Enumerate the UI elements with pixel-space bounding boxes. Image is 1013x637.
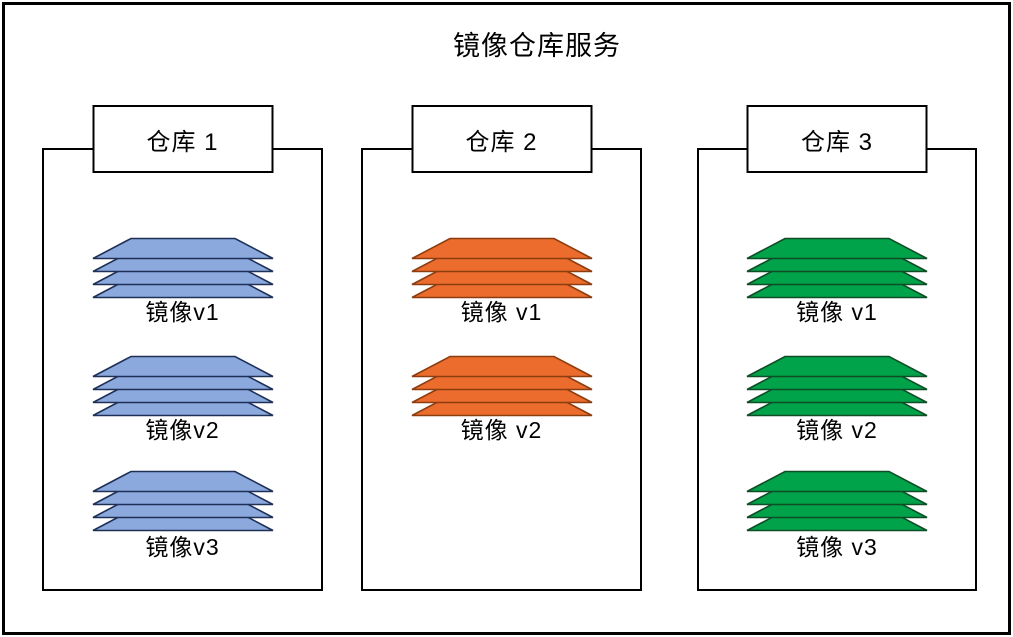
image-stack	[92, 470, 274, 532]
image-stack	[411, 355, 593, 417]
image-stack	[92, 355, 274, 417]
image-layer-shape	[746, 237, 928, 260]
image-version-label: 镜像v2	[145, 417, 220, 443]
image-stack	[746, 355, 928, 417]
image-layers-icon	[746, 470, 928, 532]
image-version-label: 镜像v1	[145, 299, 220, 325]
image-layer-shape	[411, 237, 592, 260]
image-layers-icon	[411, 237, 592, 299]
image-layer-shape	[411, 355, 592, 378]
image-stack	[411, 237, 593, 299]
image-layer-shape	[746, 355, 928, 378]
image-version-label: 镜像 v3	[796, 534, 878, 560]
image-layer-shape	[92, 470, 273, 493]
image-layers-icon	[746, 355, 928, 417]
image-layers-icon	[92, 355, 273, 417]
repository-3: 仓库 3 镜像 v1 镜像 v2 镜像 v3	[697, 0, 977, 637]
repository-header: 仓库 3	[746, 105, 928, 173]
image-layer-shape	[92, 355, 273, 378]
image-stack	[92, 237, 274, 299]
image-layers-icon	[92, 470, 273, 532]
image-layer-shape	[92, 237, 273, 260]
diagram-title: 镜像仓库服务	[453, 31, 621, 61]
image-version-label: 镜像 v2	[796, 417, 878, 443]
image-version-label: 镜像 v1	[796, 299, 878, 325]
image-layers-icon	[746, 237, 928, 299]
repository-header: 仓库 1	[92, 105, 273, 173]
repository-2: 仓库 2 镜像 v1 镜像 v2	[361, 0, 642, 637]
image-stack	[746, 470, 928, 532]
repository-1: 仓库 1 镜像v1 镜像v2 镜像v3	[42, 0, 323, 637]
image-version-label: 镜像v3	[145, 534, 220, 560]
image-version-label: 镜像 v2	[460, 417, 543, 443]
image-version-label: 镜像 v1	[460, 299, 543, 325]
image-layers-icon	[92, 237, 273, 299]
image-layers-icon	[411, 355, 592, 417]
image-stack	[746, 237, 928, 299]
repository-header: 仓库 2	[411, 105, 592, 173]
image-layer-shape	[746, 470, 928, 493]
